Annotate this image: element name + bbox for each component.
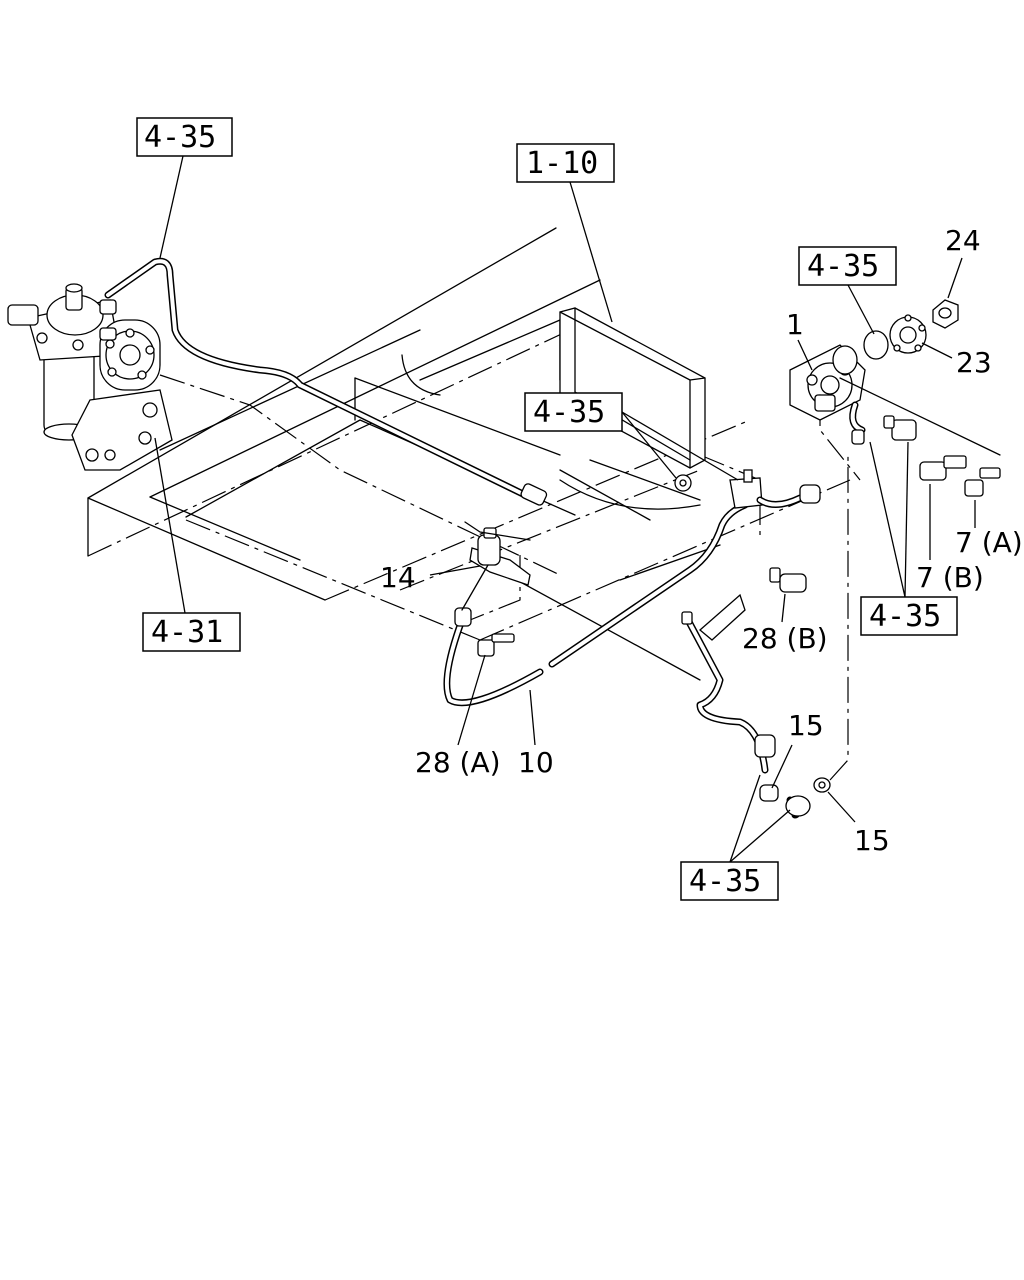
part-label-28a: 28 (A)	[415, 746, 501, 779]
bolt-28b	[769, 567, 807, 593]
bolt-28a	[477, 633, 515, 657]
part-label-7b: 7 (B)	[916, 561, 984, 594]
part-label-7a: 7 (A)	[955, 526, 1023, 559]
ref-box-4-35-top[interactable]: 4-35	[136, 117, 233, 157]
return-hose	[443, 501, 749, 707]
pump-gear	[889, 314, 927, 354]
svg-text:4-35: 4-35	[689, 864, 761, 899]
ref-box-4-35-bottom[interactable]: 4-35	[680, 861, 779, 901]
part-label-14: 14	[380, 561, 416, 594]
ref-box-4-35-lower-right[interactable]: 4-35	[860, 596, 958, 636]
steering-gear-box	[7, 283, 173, 471]
svg-text:4-35: 4-35	[869, 599, 941, 634]
svg-text:1-10: 1-10	[526, 146, 598, 181]
svg-text:4-35: 4-35	[807, 249, 879, 284]
pump-feed-hose	[756, 484, 821, 508]
ref-box-4-31[interactable]: 4-31	[142, 612, 241, 652]
suction-pipe	[681, 455, 849, 819]
union-bolts	[883, 415, 1001, 497]
svg-text:4-35: 4-35	[144, 120, 216, 155]
pump-hose-fitting	[849, 401, 866, 445]
part-label-23: 23	[956, 346, 992, 379]
pressure-pipe	[104, 257, 548, 506]
part-label-24: 24	[945, 224, 981, 257]
part-label-15-upper: 15	[788, 709, 824, 742]
svg-text:4-31: 4-31	[151, 615, 223, 650]
part-label-15-lower: 15	[854, 824, 890, 857]
reservoir-tank	[559, 307, 706, 469]
part-label-1: 1	[786, 308, 804, 341]
ref-box-4-35-right[interactable]: 4-35	[798, 246, 897, 286]
ref-box-1-10[interactable]: 1-10	[516, 143, 615, 183]
bracket-clamp	[461, 521, 531, 611]
part-label-10: 10	[518, 746, 554, 779]
tank-clip	[674, 469, 763, 509]
part-label-28b: 28 (B)	[742, 622, 828, 655]
svg-text:4-35: 4-35	[533, 395, 605, 430]
nut-24	[932, 299, 959, 329]
ref-box-4-35-center[interactable]: 4-35	[524, 392, 623, 432]
